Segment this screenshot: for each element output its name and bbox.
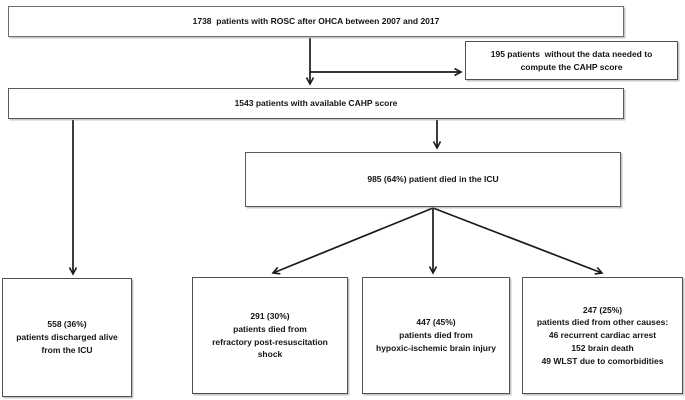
box-died-refractory-shock: 291 (30%) patients died from refractory … (192, 277, 348, 394)
box-available-cahp-score: 1543 patients with available CAHP score (8, 88, 624, 119)
box-excluded-no-cahp-data: 195 patients without the data needed to … (465, 41, 678, 80)
box-died-other-causes: 247 (25%) patients died from other cause… (522, 277, 683, 394)
arrow-died-to-shock (273, 207, 434, 273)
box-died-brain-injury: 447 (45%) patients died from hypoxic-isc… (362, 277, 510, 394)
box-rosc-patients: 1738 patients with ROSC after OHCA betwe… (8, 6, 624, 37)
arrow-died-to-other-causes (432, 207, 602, 273)
box-discharged-alive: 558 (36%) patients discharged alive from… (2, 278, 132, 397)
box-died-in-icu: 985 (64%) patient died in the ICU (245, 152, 621, 207)
